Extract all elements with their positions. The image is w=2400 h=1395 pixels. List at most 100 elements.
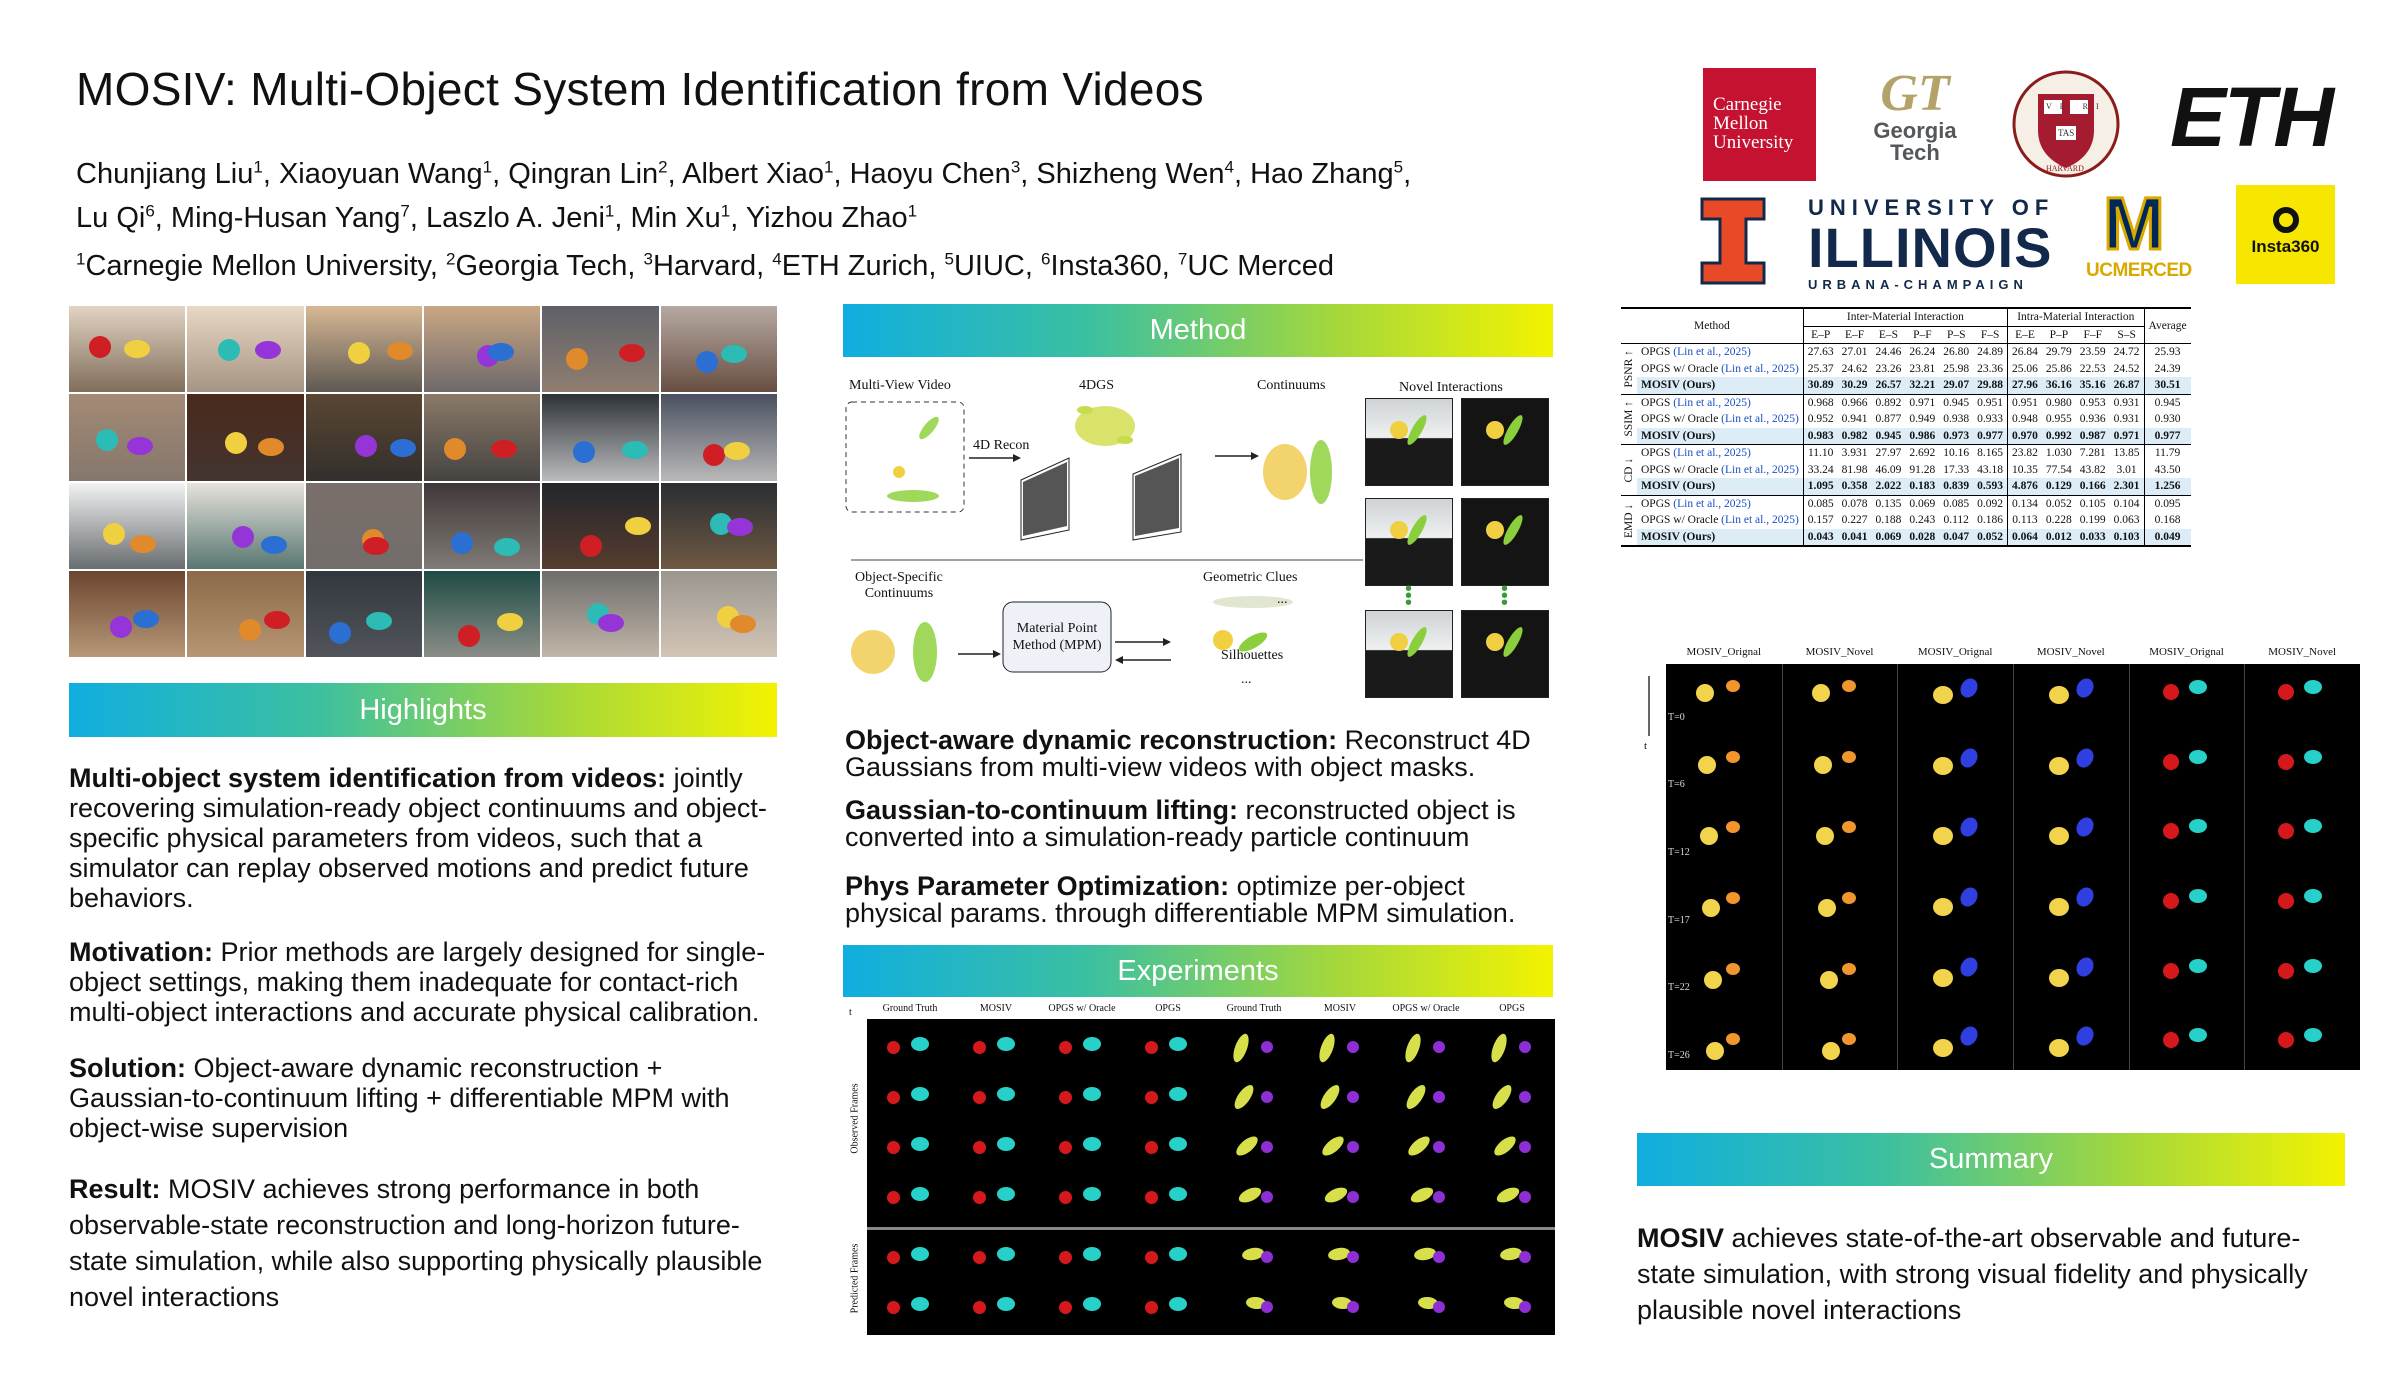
object-blob: [1317, 1082, 1343, 1112]
method-diagram: Multi-View Video 4DGS 4D Recon Continuum…: [843, 370, 1553, 710]
scene-thumbnail: [659, 305, 778, 394]
object-blob: [573, 441, 596, 464]
metric-value: 25.93: [2154, 346, 2181, 359]
object-blob: [1957, 675, 1982, 701]
object-blob: [911, 1247, 929, 1261]
metric-value: 0.113: [2012, 514, 2038, 527]
metric-value: 0.105: [2079, 497, 2106, 510]
metric-value: 3.931: [1841, 447, 1868, 460]
object-blob: [1261, 1191, 1273, 1203]
novel-interaction-frames: ••••••: [1365, 398, 1551, 708]
object-blob: [2073, 814, 2097, 840]
author-name: Hao Zhang: [1250, 158, 1394, 190]
metric-value: 0.931: [2109, 411, 2145, 428]
object-blob: [2278, 823, 2295, 840]
georgia-tech-logo: GT Georgia Tech: [1873, 65, 1957, 165]
method-label: MOSIV (Ours): [1641, 530, 1716, 543]
metric-value: 91.28: [1909, 463, 1936, 476]
object-blob: [2049, 686, 2069, 704]
metric-value: 0.033: [2075, 528, 2110, 546]
metric-value: 0.593: [1973, 478, 2009, 495]
object-blob: [2162, 753, 2179, 770]
method-name: OPGS w/ Oracle (Lin et al., 2025): [1637, 411, 1804, 428]
method-name: OPGS (Lin et al., 2025): [1637, 495, 1804, 512]
method-label: OPGS w/ Oracle: [1641, 362, 1722, 375]
metric-value: 0.063: [2109, 512, 2145, 529]
object-blob: [1083, 1037, 1101, 1051]
object-blob: [1726, 680, 1740, 692]
method-name: MOSIV (Ours): [1637, 377, 1804, 394]
object-blob: [1488, 1031, 1510, 1065]
method-name: OPGS (Lin et al., 2025): [1637, 444, 1804, 462]
metric-label: SSIM ↑: [1623, 401, 1635, 437]
object-blob: [1817, 899, 1836, 917]
metric-value: 0.112: [1943, 514, 1969, 527]
predicted-frames-label: Predicted Frames: [849, 1243, 861, 1314]
object-blob: [1347, 1141, 1359, 1153]
observed-predicted-divider: [867, 1227, 1555, 1230]
object-blob: [218, 339, 241, 361]
metric-value: 0.945: [1943, 396, 1970, 409]
object-blob: [2188, 680, 2207, 694]
object-blob: [911, 1187, 929, 1201]
metric-value: 8.165: [1973, 444, 2009, 462]
metric-value: 22.53: [2079, 362, 2106, 375]
object-blob: [625, 516, 652, 535]
time-step-label: T=0: [1668, 711, 1685, 723]
object-blob: [1390, 421, 1408, 439]
metric-value: 0.166: [2075, 478, 2110, 495]
object-blob: [89, 336, 111, 358]
object-blob: [997, 1037, 1015, 1051]
highlight-item-3: Solution: Object-aware dynamic reconstru…: [69, 1053, 730, 1143]
author-affiliation-index: 2: [658, 157, 668, 177]
object-blob: [702, 444, 725, 467]
metric-value: 11.79: [2154, 447, 2181, 460]
author-affiliation-index: 5: [1393, 157, 1404, 177]
novel-column-header: MOSIV_Orignal: [2149, 646, 2224, 658]
object-blob: [1696, 684, 1714, 702]
material-pair-header: F–F: [2083, 328, 2102, 341]
object-blob: [911, 1037, 929, 1051]
time-axis-label: t: [1644, 740, 1648, 752]
object-blob: [1059, 1251, 1072, 1264]
object-blob: [1841, 892, 1856, 904]
object-blob: [1390, 633, 1408, 651]
metric-value: 0.228: [2045, 514, 2072, 527]
author-affiliation-index: 1: [720, 201, 731, 221]
object-blob: [1841, 821, 1856, 834]
metric-value: 0.043: [1803, 528, 1838, 546]
object-blob: [2278, 684, 2295, 700]
metric-value: 0.877: [1875, 413, 1902, 426]
object-blob: [997, 1297, 1015, 1311]
metric-value: 23.36: [1973, 360, 2009, 377]
object-blob: [1059, 1141, 1072, 1154]
metric-value: 36.16: [2041, 377, 2076, 394]
method-label: MOSIV (Ours): [1641, 480, 1716, 493]
scene-thumbnail: [68, 481, 187, 570]
object-blob: [1519, 1091, 1531, 1103]
metric-value: 46.09: [1875, 463, 1902, 476]
scene-thumbnail: [423, 569, 542, 658]
object-blob: [997, 1187, 1015, 1201]
object-blob: [2162, 684, 2179, 700]
scene-thumbnail: [304, 305, 423, 394]
citation-link: (Lin et al., 2025): [1721, 463, 1799, 476]
object-blob: [2278, 893, 2295, 909]
metric-value: 0.987: [2075, 427, 2110, 445]
affiliation-name: Georgia Tech: [455, 250, 628, 282]
scene-thumbnail: [304, 481, 423, 570]
metric-value: 0.992: [2041, 427, 2076, 445]
metric-value: 0.135: [1875, 497, 1902, 510]
intra-material-header: Intra-Material Interaction: [2007, 308, 2145, 327]
object-blob: [2278, 753, 2295, 770]
material-pair-header: S–S: [2109, 326, 2145, 344]
object-blob: [494, 537, 520, 556]
highlights-header: Highlights: [69, 683, 777, 737]
highlight-item-4: Result: MOSIV achieves strong performanc…: [69, 1174, 763, 1312]
novel-interaction-frame: [1461, 498, 1549, 586]
object-blob: [1169, 1187, 1187, 1201]
scene-thumbnail: [659, 481, 778, 570]
metric-value: 26.80: [1943, 346, 1970, 359]
